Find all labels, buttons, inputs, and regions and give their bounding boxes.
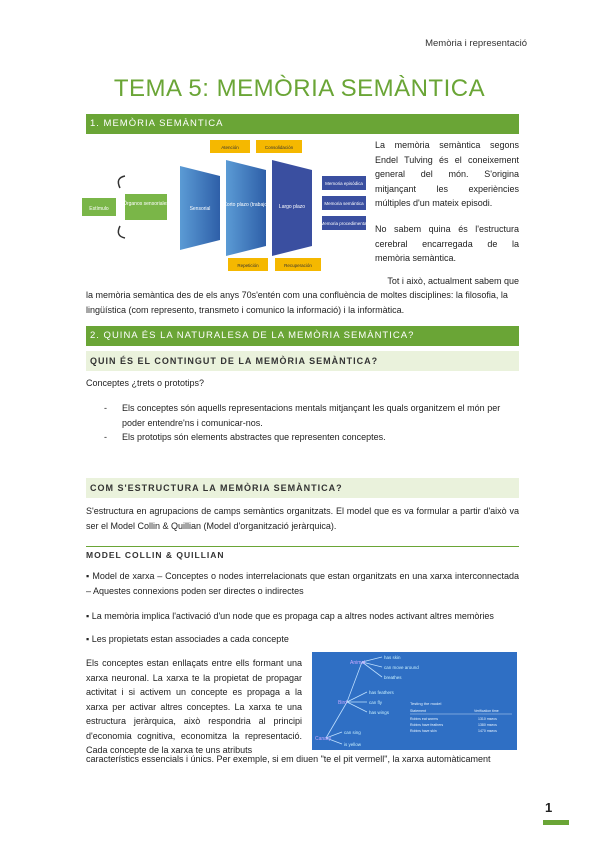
structure-paragraph: S'estructura en agrupacions de camps sem…: [86, 506, 519, 531]
subsection-content-heading: QUIN ÉS EL CONTINGUT DE LA MEMÒRIA SEMÀN…: [86, 351, 519, 371]
bullet-concepts-text: Els conceptes són aquells representacion…: [122, 403, 501, 428]
bullet-prototypes-text: Els prototips són elements abstractes qu…: [122, 432, 386, 442]
recuperacion-label: Recuperación: [284, 263, 312, 268]
network-background: [312, 652, 517, 750]
semantica-label: Memoria semántica: [324, 201, 364, 206]
page-number-bar: [543, 820, 569, 825]
model-point-1: ▪ Model de xarxa – Conceptes o nodes int…: [86, 571, 519, 596]
prop-can-move: can move around: [384, 665, 419, 670]
node-bird: Bird: [338, 700, 347, 706]
row-1-time: 1310 msecs: [478, 717, 497, 721]
section-1-para1: La memòria semàntica segons Endel Tulvin…: [375, 140, 519, 208]
prop-is-yellow: is yellow: [344, 742, 362, 747]
subsection-structure-heading: COM S'ESTRUCTURA LA MEMÒRIA SEMÀNTICA?: [86, 478, 519, 498]
largo-label: Largo plazo: [279, 204, 305, 210]
sensorial-funnel: [180, 166, 220, 250]
network-paragraph-last-line: característics essencials i únics. Per e…: [86, 754, 491, 764]
prop-breathes: breathes: [384, 675, 402, 680]
sensorial-label: Sensorial: [190, 206, 211, 212]
bullet-prototypes: - Els prototips són elements abstractes …: [104, 430, 519, 445]
bullet-concepts: - Els conceptes són aquells representaci…: [104, 401, 519, 430]
prop-has-skin: has skin: [384, 655, 401, 660]
episodica-box: [322, 176, 366, 190]
row-2-statement: Robins have feathers: [410, 723, 443, 727]
model-point-3: ▪ Les propietats estan associades a cada…: [86, 634, 289, 644]
network-paragraph: Els conceptes estan enllaçats entre ells…: [86, 658, 302, 755]
row-3-time: 1470 msecs: [478, 729, 497, 733]
consolidacion-box: [256, 140, 302, 153]
prop-has-wings: has wings: [369, 710, 390, 715]
hierarchical-network-diagram: Animal has skin can move around breathes…: [312, 652, 517, 750]
corto-funnel: [226, 160, 266, 256]
memory-model-diagram: Estímulo Órganos sensoriales Sensorial C…: [82, 140, 368, 271]
node-canary: Canary: [315, 736, 332, 742]
row-3-statement: Robins have skin: [410, 729, 437, 733]
procedimental-box: [322, 216, 366, 230]
section-1-heading: 1. MEMÒRIA SEMÀNTICA: [86, 114, 519, 134]
estimulo-box: [82, 198, 116, 216]
node-animal: Animal: [350, 660, 365, 666]
section-2-heading: 2. QUINA ÉS LA NATURALESA DE LA MEMÒRIA …: [86, 326, 519, 346]
semantica-box: [322, 196, 366, 210]
episodica-label: Memoria episódica: [325, 181, 363, 186]
prop-can-fly: can fly: [369, 700, 383, 705]
model-label: MODEL COLLIN & QUILLIAN: [86, 550, 225, 560]
divider: [86, 546, 519, 547]
running-header: Memòria i representació: [425, 38, 527, 49]
repeticion-label: Repetición: [237, 263, 259, 268]
page-title: TEMA 5: MEMÒRIA SEMÀNTICA: [113, 75, 486, 102]
section-1-para2: No sabem quina és l'estructura cerebral …: [375, 224, 519, 263]
atencion-box: [210, 140, 250, 153]
testing-title: Testing the model: [410, 701, 441, 706]
page-number: 1: [545, 800, 553, 815]
procedimental-label: Memoria procedimental: [320, 221, 367, 226]
section-1-para3-start: Tot i això, actualment sabem que: [387, 276, 519, 286]
bullet-dash: -: [104, 432, 107, 442]
organos-box: [125, 194, 167, 220]
concepts-question: Conceptes ¿trets o prototips?: [86, 378, 205, 388]
prop-can-sing: can sing: [344, 730, 361, 735]
row-2-time: 1380 msecs: [478, 723, 497, 727]
recuperacion-box: [275, 258, 321, 271]
largo-funnel: [272, 160, 312, 256]
repeticion-box: [228, 258, 268, 271]
col-statement: Statement: [410, 709, 426, 713]
row-1-statement: Robins eat worms: [410, 717, 438, 721]
section-1-para3-rest: la memòria semàntica des de els anys 70s…: [86, 290, 508, 315]
col-verification: Verification time: [474, 709, 499, 713]
estimulo-label: Estímulo: [89, 206, 109, 212]
consolidacion-label: Consolidación: [265, 145, 294, 150]
bullet-dash: -: [104, 403, 107, 413]
prop-has-feathers: has feathers: [369, 690, 395, 695]
model-point-2: ▪ La memòria implica l'activació d'un no…: [86, 611, 494, 621]
organos-label: Órganos sensoriales: [123, 200, 169, 207]
atencion-label: Atención: [221, 145, 239, 150]
corto-label: Corto plazo (trabajo): [223, 202, 269, 208]
